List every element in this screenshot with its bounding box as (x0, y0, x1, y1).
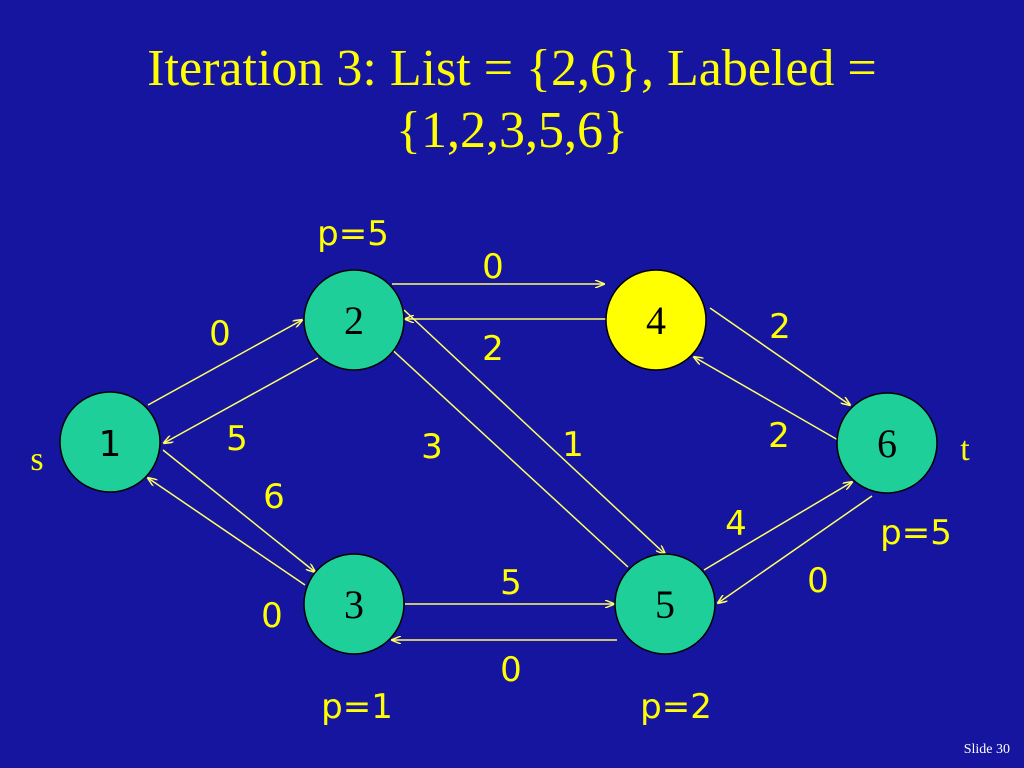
edge-3-1 (148, 478, 306, 586)
edge-5-2 (387, 345, 629, 568)
edge-value-2-5: 1 (562, 425, 584, 465)
edge-value-2-1: 5 (226, 419, 248, 459)
edge-value-5-3: 0 (500, 650, 522, 690)
edge-value-6-5: 0 (807, 561, 829, 601)
edge-2-5 (403, 309, 665, 554)
node-1: 1 (59, 391, 161, 493)
slide-title: Iteration 3: List = {2,6}, Labeled = {1,… (0, 38, 1024, 163)
node-5: 5 (614, 553, 716, 655)
edge-value-5-6: 4 (725, 504, 747, 544)
node-2-label: 2 (344, 298, 364, 343)
edge-4-6 (709, 307, 850, 405)
source-label: s (30, 441, 43, 478)
edge-2-1 (164, 357, 319, 443)
edge-6-4 (694, 357, 839, 441)
edge-value-3-1: 0 (261, 596, 283, 636)
annotation-node-2: p=5 (317, 214, 389, 254)
node-1-label: 1 (99, 424, 122, 465)
edge-value-4-6: 2 (769, 307, 791, 347)
edges (147, 284, 873, 640)
edge-value-1-2: 0 (209, 314, 231, 354)
node-4-label: 4 (646, 298, 666, 343)
edge-1-3 (162, 449, 315, 572)
node-6-label: 6 (877, 421, 897, 466)
node-2: 2 (303, 269, 405, 371)
edge-1-2 (147, 320, 302, 406)
annotation-node-3: p=1 (321, 687, 393, 727)
edge-5-6 (703, 482, 852, 571)
edge-value-1-3: 6 (263, 477, 285, 517)
sink-label: t (960, 431, 970, 468)
edge-value-3-5: 5 (500, 563, 522, 603)
node-5-label: 5 (655, 582, 675, 627)
slide-number: Slide 30 (963, 742, 1010, 757)
node-3: 3 (303, 553, 405, 655)
title-line-1: Iteration 3: List = {2,6}, Labeled = (147, 40, 877, 97)
node-6: 6 (836, 392, 938, 494)
annotation-node-6: p=5 (880, 513, 952, 553)
annotation-node-5: p=2 (640, 687, 712, 727)
title-line-2: {1,2,3,5,6} (396, 102, 628, 160)
edge-value-6-4: 2 (768, 416, 790, 456)
node-3-label: 3 (344, 582, 364, 627)
node-4: 4 (605, 269, 707, 371)
edge-6-5 (718, 495, 873, 603)
edge-value-2-4: 0 (482, 247, 504, 287)
edge-value-4-2: 2 (482, 329, 504, 369)
edge-value-5-2: 3 (421, 427, 443, 467)
